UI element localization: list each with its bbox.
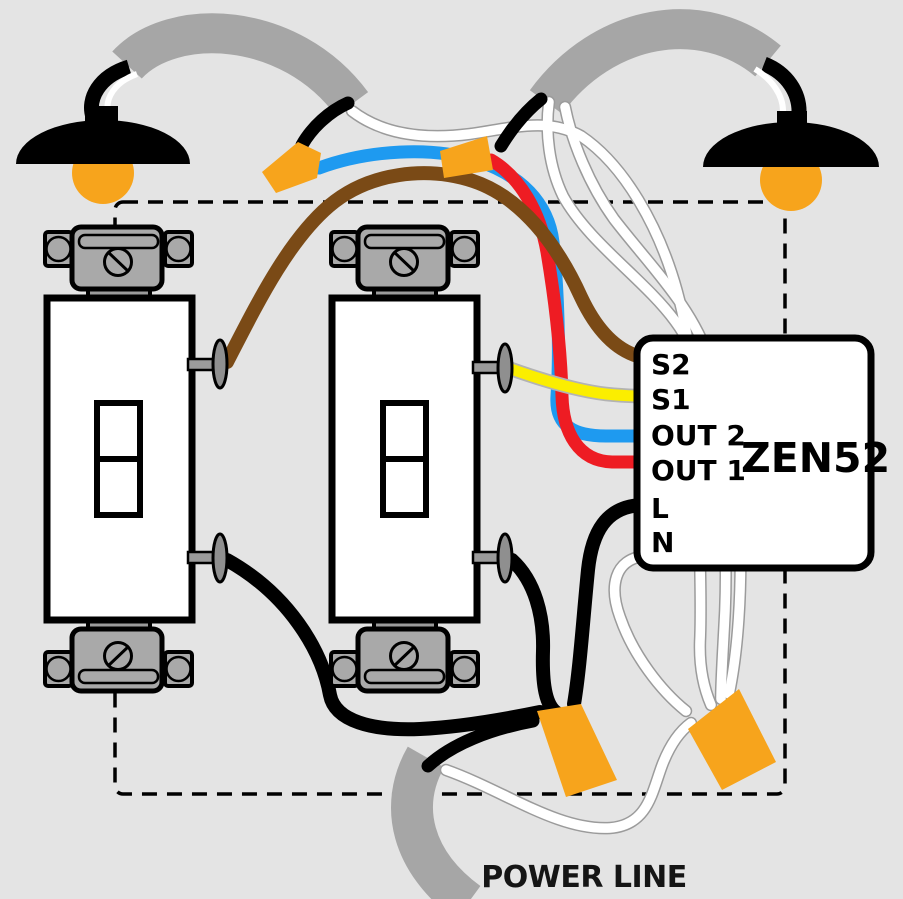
toggle-switch-left [45, 227, 229, 691]
ceiling-light-left [16, 59, 190, 204]
zen52-module: S2 S1 OUT 2 OUT 1 L N ZEN52 [633, 334, 890, 572]
hot-wire-left-switch [220, 553, 547, 737]
wire-nuts [262, 136, 776, 797]
neutral-wire-module-n [609, 551, 691, 716]
conduit-left-light [112, 13, 369, 117]
terminal-label-s1: S1 [651, 383, 691, 416]
conduit-power-line [391, 746, 481, 899]
mounting-strap-top [45, 227, 192, 298]
screw-terminal-bottom [186, 532, 229, 584]
screw-terminal-bottom [471, 532, 514, 584]
lamp-shade-icon [703, 122, 879, 167]
terminal-label-out2: OUT 2 [651, 419, 746, 452]
lamp-shade-icon [16, 120, 190, 164]
hot-wire-right-switch [505, 553, 564, 720]
module-body [633, 334, 875, 572]
wire-nut-bottom-left-icon [537, 704, 617, 797]
toggle-switch-right [328, 227, 514, 691]
terminal-label-s2: S2 [651, 348, 691, 381]
power-line-label: POWER LINE [481, 860, 687, 895]
neutral-wire-power [441, 718, 696, 833]
terminal-label-out1: OUT 1 [651, 454, 746, 487]
hot-wires [220, 92, 648, 773]
switch-wire-yellow [505, 363, 647, 402]
colored-wires [220, 145, 649, 469]
hot-wire-power [421, 714, 540, 773]
screw-terminal-top [471, 342, 514, 394]
terminal-label-l: L [651, 492, 669, 525]
ceiling-light-right [703, 57, 879, 211]
mounting-strap-bottom [331, 620, 478, 691]
conduits [112, 9, 781, 899]
module-name: ZEN52 [741, 434, 890, 482]
wire-nut-top-center-icon [440, 136, 493, 178]
lamp-arm-neutral [753, 66, 786, 112]
mounting-strap-top [331, 227, 478, 298]
wire-nut-top-left-icon [262, 142, 321, 193]
switch-wire-brown [220, 166, 648, 369]
mounting-strap-bottom [45, 620, 192, 691]
hot-wire-module-l [567, 498, 648, 711]
conduit-right-light [529, 9, 781, 115]
lamp-arm [760, 57, 807, 115]
screw-terminal-top [186, 338, 229, 390]
load-wire-red [484, 153, 648, 469]
terminal-label-n: N [651, 526, 674, 559]
hot-wire-right-light [494, 92, 548, 153]
hot-wire-left-light [295, 96, 355, 152]
wire-nut-bottom-right-icon [688, 689, 776, 790]
